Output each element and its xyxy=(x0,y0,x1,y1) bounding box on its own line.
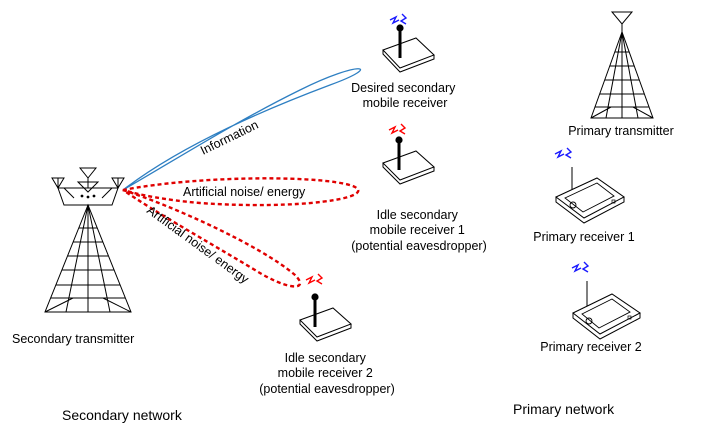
primary-receiver-2-device-icon xyxy=(571,261,641,340)
primary-transmitter-tower-icon xyxy=(590,11,654,119)
desired-receiver-device-icon xyxy=(382,13,435,73)
primary-network-caption: Primary network xyxy=(513,401,615,417)
primary-receiver-2-label: Primary receiver 2 xyxy=(540,340,641,354)
information-beam: Information xyxy=(122,68,362,191)
primary-receiver-1-device-icon xyxy=(554,147,625,224)
idle-receiver-1-label: Idle secondary mobile receiver 1 (potent… xyxy=(351,208,487,253)
signal-icon-red xyxy=(388,123,407,135)
signal-icon-blue xyxy=(389,13,408,25)
secondary-transmitter-tower-icon xyxy=(44,167,132,313)
signal-icon-blue xyxy=(571,261,590,273)
signal-icon-blue xyxy=(554,147,573,159)
secondary-transmitter-label: Secondary transmitter xyxy=(12,332,134,346)
desired-receiver-label: Desired secondary mobile receiver xyxy=(351,81,459,110)
idle-receiver-2-label: Idle secondary mobile receiver 2 (potent… xyxy=(259,351,395,396)
idle-receiver-1-device-icon xyxy=(382,123,435,185)
artificial-noise-beam-1: Artificial noise/ energy xyxy=(122,177,360,207)
signal-icon-red xyxy=(305,273,324,285)
primary-receiver-1-label: Primary receiver 1 xyxy=(533,230,634,244)
artificial-noise-beam-2-label: Artificial noise/ energy xyxy=(144,203,252,287)
secondary-network-caption: Secondary network xyxy=(62,407,183,423)
primary-transmitter-label: Primary transmitter xyxy=(568,124,674,138)
artificial-noise-beam-1-label: Artificial noise/ energy xyxy=(183,185,306,199)
idle-receiver-2-device-icon xyxy=(299,273,352,342)
